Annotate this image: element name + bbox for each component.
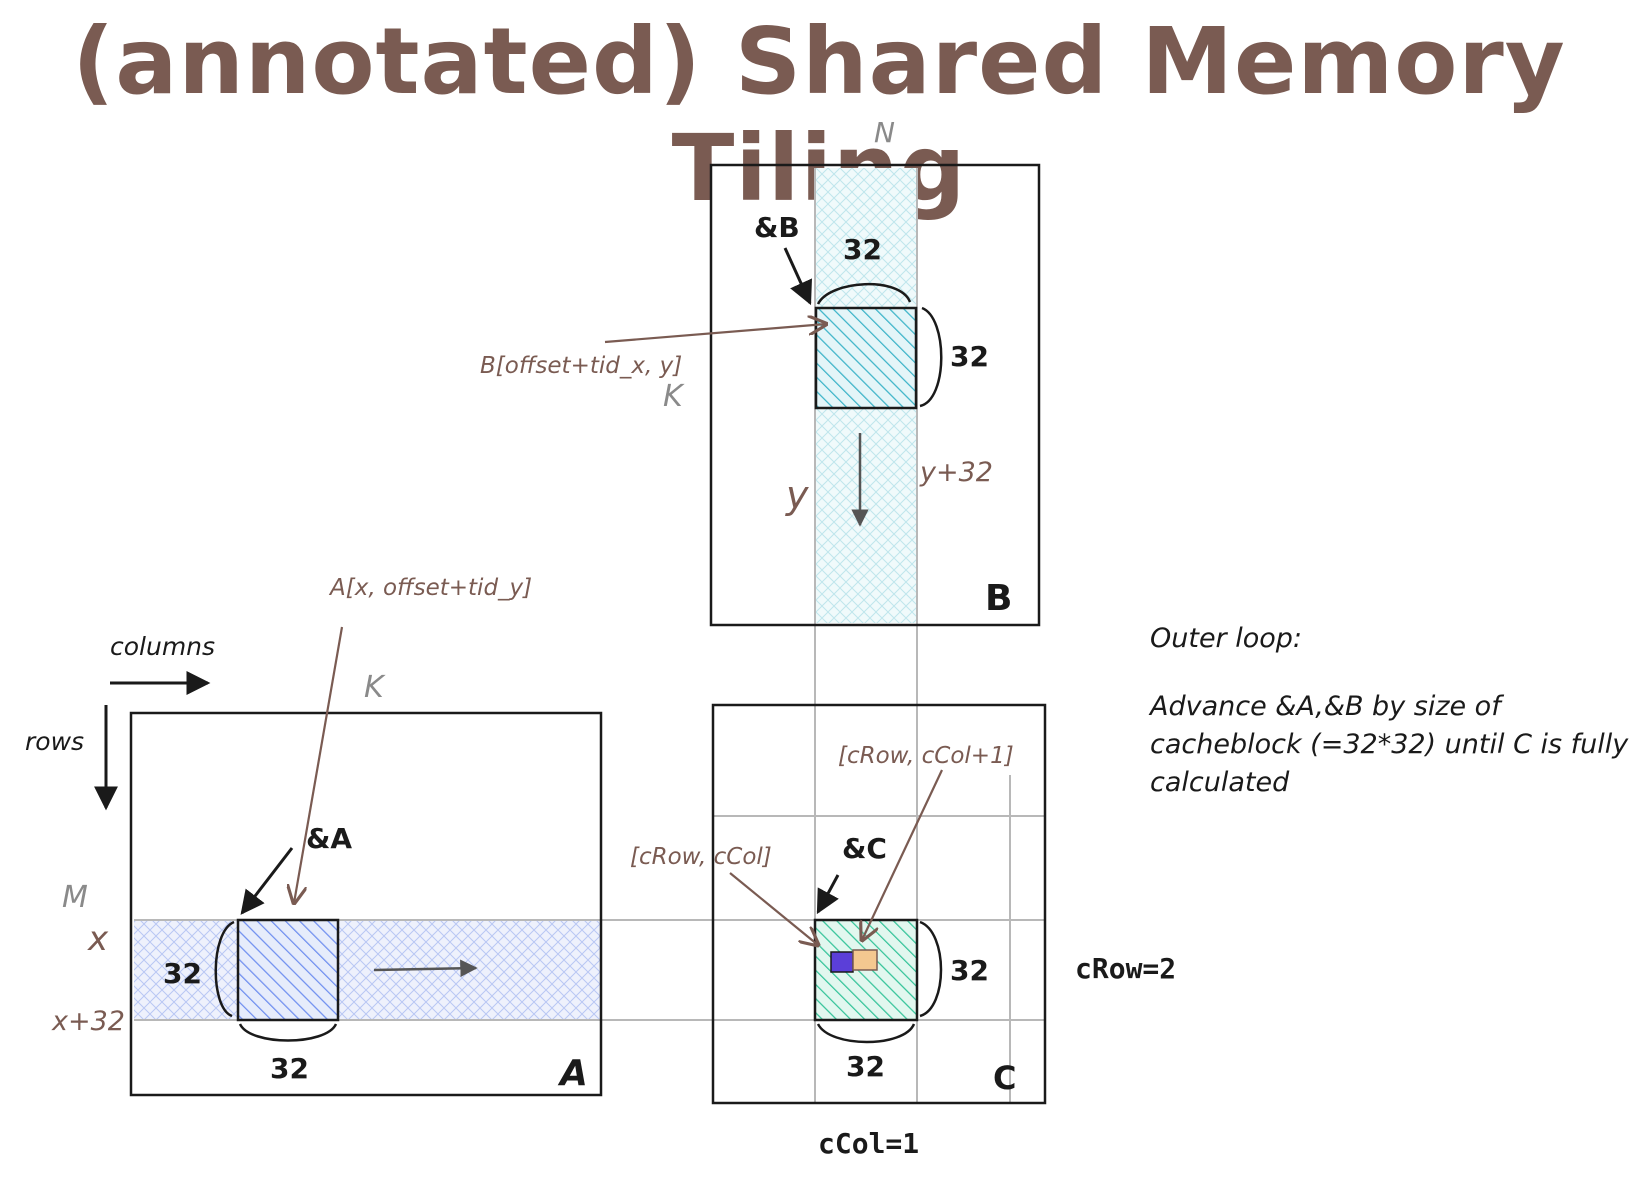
matrix-b-dim-top: N <box>874 116 895 149</box>
matrix-c-cell-2-arrow <box>862 769 943 940</box>
matrix-b-ptr-arrow <box>783 247 812 306</box>
matrix-a-dim-top: K <box>364 670 386 705</box>
columns-label: columns <box>110 632 215 661</box>
matrix-c-ptr-label: &C <box>842 832 887 865</box>
matrix-c-cell-current <box>830 951 854 973</box>
crow-label: cRow=2 <box>1075 952 1176 985</box>
matrix-a-index-label: A[x, offset+tid_y] <box>328 575 532 601</box>
matrix-b-tile-width-label: 32 <box>843 233 882 266</box>
outer-loop-note: Outer loop: Advance &A,&B by size of cac… <box>1150 620 1630 802</box>
matrix-a-x-label: x <box>87 919 109 959</box>
matrix-b-index-arrow <box>604 324 826 344</box>
matrix-b-y-label: y <box>785 473 809 517</box>
matrix-b-y32-label: y+32 <box>919 457 993 488</box>
matrix-a: A[x, offset+tid_y] columns rows K M x x+… <box>25 575 1045 1097</box>
matrix-c-ptr-arrow <box>816 874 840 915</box>
matrix-a-frame <box>129 711 603 1097</box>
matrix-c: [cRow, cCol+1] [cRow, cCol] &C 32 32 C c… <box>630 703 1176 1160</box>
matrix-a-tile-height-label: 32 <box>163 957 202 990</box>
matrix-b-ptr-label: &B <box>754 211 800 244</box>
matrix-c-cell-1-arrow <box>729 872 818 945</box>
matrix-c-cell-1-label: [cRow, cCol] <box>630 844 772 870</box>
matrix-c-frame <box>711 703 1047 1105</box>
matrix-a-ptr-label: &A <box>306 822 352 855</box>
matrix-a-ptr-arrow <box>240 847 294 915</box>
ccol-label: cCol=1 <box>818 1127 919 1160</box>
matrix-b-dim-left: K <box>663 379 685 414</box>
matrix-a-index-arrow <box>294 626 344 903</box>
matrix-b: N K &B 32 32 B[offset+tid_x, y] y y+32 B <box>480 116 1041 1102</box>
matrix-a-tile-width-brace <box>238 1023 338 1042</box>
matrix-a-tile-width-label: 32 <box>270 1052 309 1085</box>
matrix-c-tile-height-label: 32 <box>950 954 989 987</box>
matrix-b-tile-height-label: 32 <box>950 340 989 373</box>
outer-loop-body: Advance &A,&B by size of cacheblock (=32… <box>1150 691 1629 798</box>
matrix-c-tile-width-label: 32 <box>846 1050 885 1083</box>
matrix-c-cell-next <box>852 949 878 971</box>
matrix-b-index-label: B[offset+tid_x, y] <box>480 353 682 379</box>
matrix-b-frame <box>709 163 1041 627</box>
matrix-c-cell-2-label: [cRow, cCol+1] <box>838 743 1014 769</box>
matrix-c-name: C <box>993 1059 1016 1097</box>
matrix-a-band <box>134 920 600 1020</box>
matrix-c-tile-height-brace <box>919 920 943 1018</box>
matrix-b-tile-height-brace <box>919 306 943 408</box>
matrix-a-tile-height-brace <box>214 920 235 1018</box>
matrix-b-tile-width-brace <box>816 283 912 305</box>
outer-loop-heading: Outer loop: <box>1150 623 1303 654</box>
matrix-b-tile <box>814 306 918 410</box>
matrix-a-tile <box>236 918 340 1022</box>
matrix-a-direction-arrow <box>373 959 478 978</box>
matrix-a-dim-left: M <box>62 880 88 915</box>
matrix-a-name: A <box>557 1053 588 1094</box>
rows-label: rows <box>25 727 84 756</box>
matrix-a-x32-label: x+32 <box>51 1006 125 1037</box>
matrix-c-tile-width-brace <box>816 1023 916 1044</box>
matrix-b-name: B <box>985 578 1012 619</box>
